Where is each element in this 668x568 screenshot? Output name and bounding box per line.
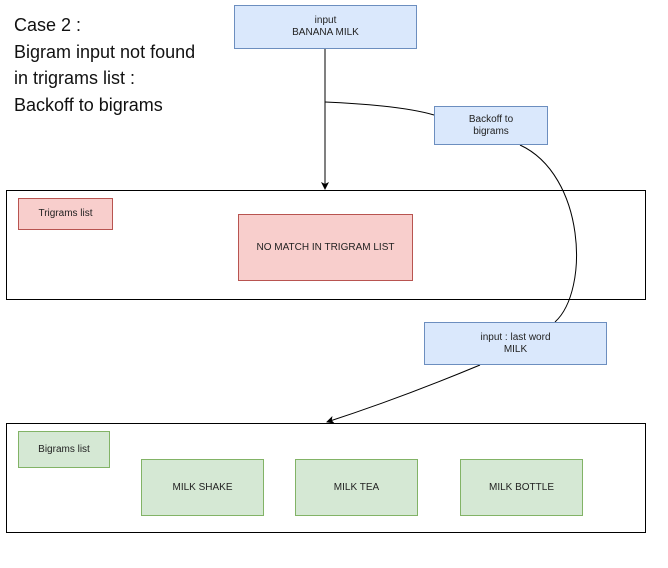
input-node-label: input — [314, 15, 337, 26]
input-node-value: BANANA MILK — [292, 27, 359, 38]
bigrams-list-label: Bigrams list — [18, 431, 110, 468]
bigram-item-milk-bottle: MILK BOTTLE — [460, 459, 583, 516]
input-to-backoff-connector — [324, 101, 435, 116]
case-title-line: Bigram input not found — [14, 41, 196, 62]
case-title-line: Case 2 : — [14, 15, 82, 35]
case-title-line: Backoff to bigrams — [14, 94, 163, 115]
backoff-node-line: bigrams — [473, 125, 509, 137]
no-match-node: NO MATCH IN TRIGRAM LIST — [238, 214, 413, 281]
bigrams-list-text: Bigrams list — [38, 443, 90, 455]
case-title: Case 2 : Bigram input not found in trigr… — [14, 12, 244, 118]
trigrams-list-text: Trigrams list — [38, 208, 93, 219]
last-word-value: MILK — [503, 343, 528, 355]
bigram-item-text: MILK BOTTLE — [488, 481, 554, 493]
bigram-item-milk-shake: MILK SHAKE — [141, 459, 264, 516]
lastword-to-bigrams-arrow — [326, 364, 481, 424]
last-word-label: input : last word — [480, 331, 551, 343]
bigram-item-milk-tea: MILK TEA — [295, 459, 418, 516]
trigrams-list-label: Trigrams list — [18, 198, 113, 230]
bigram-item-text: MILK TEA — [333, 481, 380, 493]
input-node: input BANANA MILK — [234, 5, 417, 49]
last-word-node: input : last word MILK — [424, 322, 607, 365]
bigram-item-text: MILK SHAKE — [172, 481, 233, 493]
case-title-line: in trigrams list : — [14, 68, 136, 88]
backoff-node-line: Backoff to — [468, 113, 514, 125]
no-match-text: NO MATCH IN TRIGRAM LIST — [256, 241, 395, 253]
backoff-node: Backoff to bigrams — [434, 106, 548, 145]
